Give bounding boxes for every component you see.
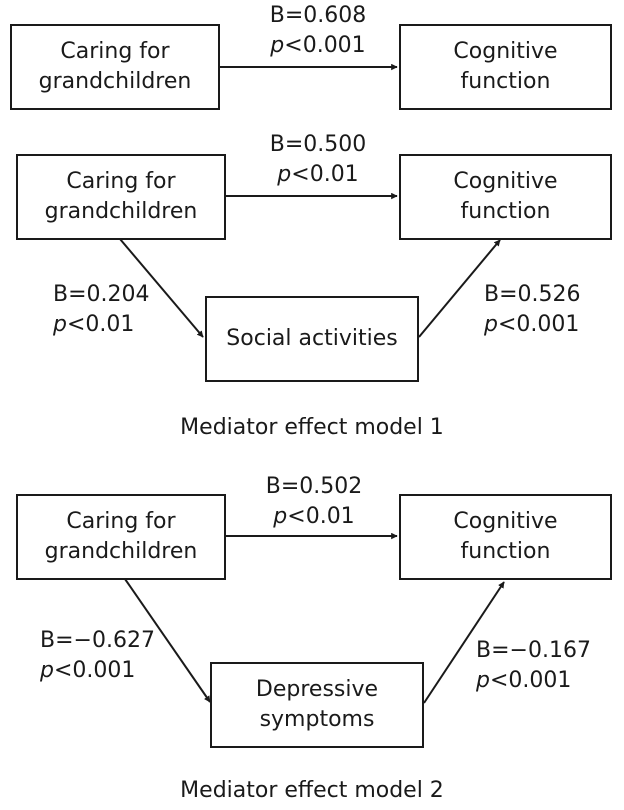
d2-social-activities-box: Social activities — [205, 296, 419, 382]
d3-path-a-p: p<0.001 — [40, 658, 136, 683]
d3-cognitive-function-box: Cognitive function — [399, 494, 612, 580]
d3-direct-path-label: B=0.502 p<0.01 — [254, 472, 374, 532]
d3-direct-p: p<0.01 — [273, 504, 355, 529]
d2-path-b-label: B=0.526 p<0.001 — [484, 280, 581, 340]
d1-caring-for-grandchildren-box: Caring for grandchildren — [10, 24, 220, 110]
d2-path-b-b: B=0.526 — [484, 282, 581, 307]
d2-direct-path-label: B=0.500 p<0.01 — [258, 130, 378, 190]
d3-path-b-arrow — [423, 581, 505, 704]
d3-path-a-label: B=−0.627 p<0.001 — [40, 626, 155, 686]
d2-path-b-p: p<0.001 — [484, 312, 580, 337]
d3-path-b-b: B=−0.167 — [476, 638, 591, 663]
d2-direct-b: B=0.500 — [269, 132, 367, 157]
d3-path-b-label: B=−0.167 p<0.001 — [476, 636, 591, 696]
d1-direct-path-label: B=0.608 p<0.001 — [258, 1, 378, 61]
d3-path-a-b: B=−0.627 — [40, 628, 155, 653]
d2-path-a-arrow — [119, 238, 204, 338]
d2-path-a-b: B=0.204 — [53, 282, 150, 307]
d3-depressive-symptoms-box: Depressive symptoms — [210, 662, 424, 748]
d2-caring-for-grandchildren-box: Caring for grandchildren — [16, 154, 226, 240]
model-2-caption: Mediator effect model 2 — [180, 778, 444, 803]
d1-cognitive-function-box: Cognitive function — [399, 24, 612, 110]
d3-path-b-p: p<0.001 — [476, 668, 572, 693]
d2-path-a-label: B=0.204 p<0.01 — [53, 280, 150, 340]
d2-path-b-arrow — [418, 239, 501, 338]
d2-cognitive-function-box: Cognitive function — [399, 154, 612, 240]
d3-path-a-arrow — [124, 578, 211, 703]
d2-direct-p: p<0.01 — [277, 162, 359, 187]
d1-direct-p: p<0.001 — [270, 33, 366, 58]
d2-path-a-p: p<0.01 — [53, 312, 135, 337]
d3-caring-for-grandchildren-box: Caring for grandchildren — [16, 494, 226, 580]
d3-direct-b: B=0.502 — [265, 474, 363, 499]
d1-direct-b: B=0.608 — [269, 3, 367, 28]
model-1-caption: Mediator effect model 1 — [180, 415, 444, 440]
